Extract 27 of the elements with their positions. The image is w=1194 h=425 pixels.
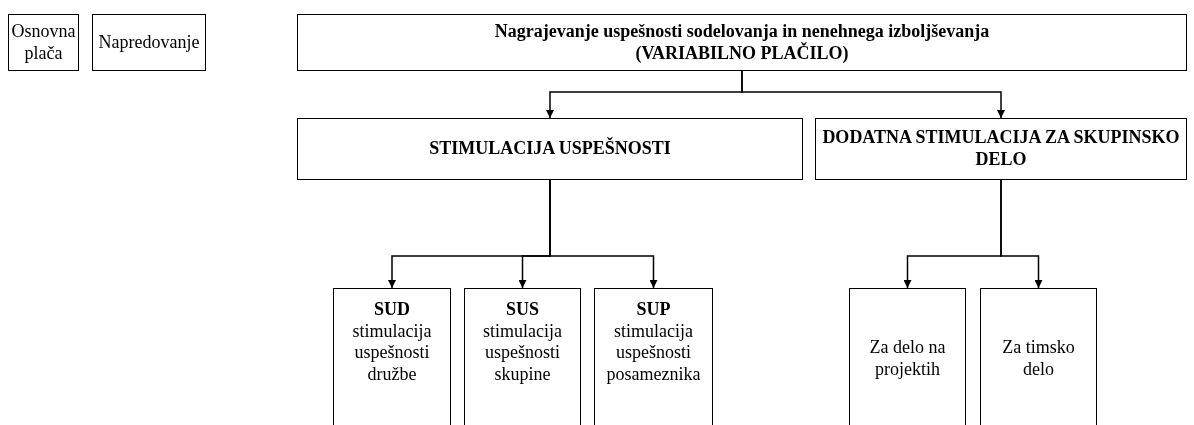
text-box bbox=[92, 14, 206, 71]
text-box bbox=[8, 14, 79, 71]
text-box bbox=[594, 288, 713, 425]
box-label: Za delo na projektih bbox=[868, 336, 947, 381]
arrow bbox=[741, 70, 1005, 119]
box-label: (VARIABILNO PLAČILO) bbox=[635, 42, 849, 65]
text-box bbox=[333, 288, 451, 425]
text-box bbox=[297, 14, 1187, 71]
box-label: STIMULACIJA USPEŠNOSTI bbox=[429, 138, 671, 160]
text-box bbox=[849, 288, 966, 425]
arrow bbox=[1000, 179, 1043, 289]
box-label: stimulacija uspešnosti družbe bbox=[351, 320, 433, 386]
box-label: Napredovanje bbox=[98, 31, 200, 54]
box-label: SUP bbox=[636, 299, 671, 321]
box-label: DODATNA STIMULACIJA ZA SKUPINSKO DELO bbox=[821, 127, 1181, 171]
text-box bbox=[464, 288, 581, 425]
box-label: Osnovna plača bbox=[11, 20, 76, 65]
arrow bbox=[549, 179, 658, 289]
text-box bbox=[980, 288, 1097, 425]
text-box bbox=[815, 118, 1187, 180]
box-label: SUD bbox=[374, 299, 410, 321]
box-label: stimulacija uspešnosti skupine bbox=[482, 320, 563, 386]
text-box bbox=[297, 118, 803, 180]
box-label: Za timsko delo bbox=[1001, 336, 1076, 381]
box-label: SUS bbox=[506, 299, 539, 321]
box-label: stimulacija uspešnosti posameznika bbox=[605, 320, 702, 386]
box-label: Nagrajevanje uspešnosti sodelovanja in nenehnega izboljševanja bbox=[494, 20, 990, 42]
